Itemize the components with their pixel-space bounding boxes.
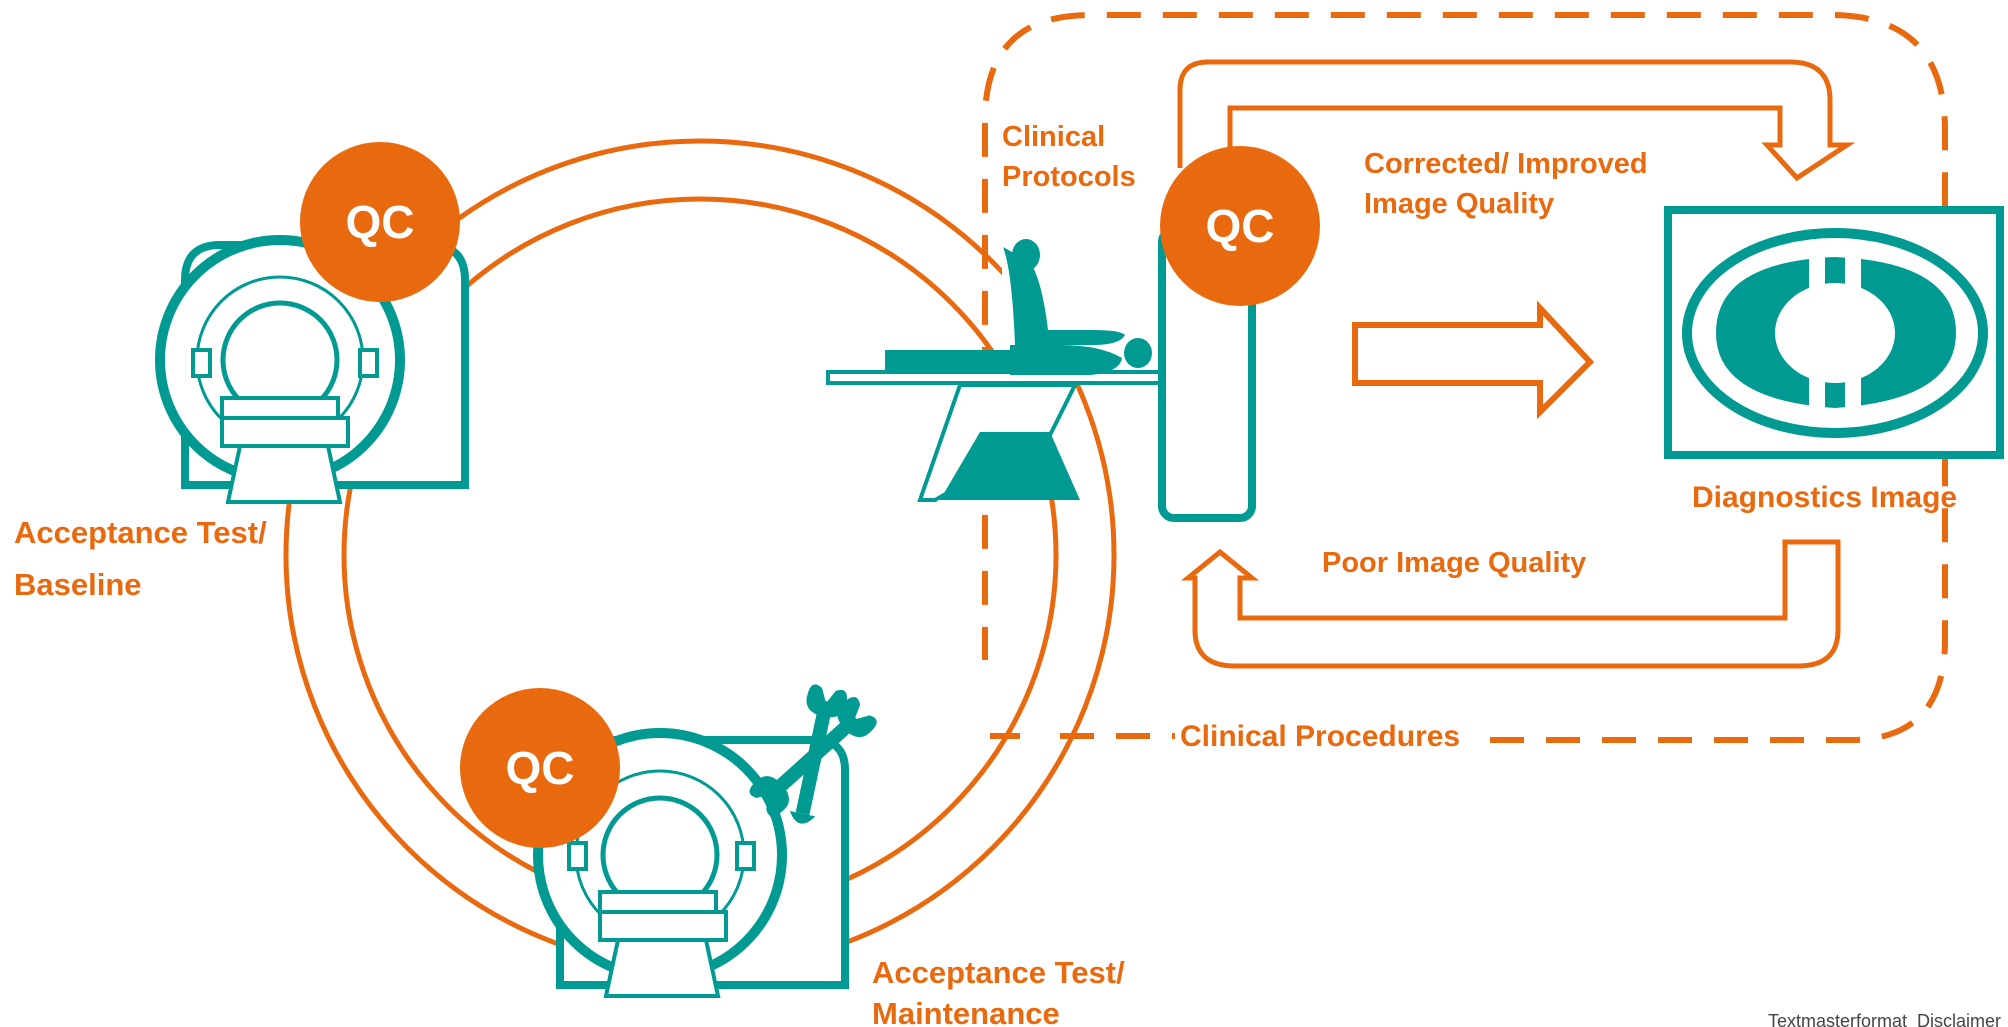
forward-arrow	[1352, 300, 1595, 420]
corrected-arrow	[1177, 59, 1856, 182]
acceptance-baseline-label: Acceptance Test/ Baseline	[14, 515, 275, 602]
acceptance-maintenance-label: Acceptance Test/ Maintenance	[872, 955, 1133, 1027]
qc-badge-center: QC	[1160, 146, 1320, 306]
corrected-line-2: Image Quality	[1364, 188, 1554, 220]
clinical-protocols-line-2: Protocols	[1002, 161, 1136, 193]
wrench-icon	[749, 684, 877, 824]
svg-text:QC: QC	[346, 196, 415, 248]
diagnostics-image-label: Diagnostics Image	[1692, 481, 1957, 514]
acceptance-maintenance-line-2: Maintenance	[872, 996, 1060, 1027]
poor-quality-arrow	[1180, 539, 1841, 669]
mri-scanner-icon	[533, 728, 849, 998]
acceptance-baseline-line-1: Acceptance Test/	[14, 515, 267, 550]
acceptance-maintenance-line-1: Acceptance Test/	[872, 955, 1125, 990]
clinical-protocols-line-1: Clinical	[1002, 121, 1105, 153]
corrected-label: Corrected/ Improved Image Quality	[1364, 148, 1656, 220]
acceptance-baseline-line-2: Baseline	[14, 567, 142, 602]
clinical-procedures-label: Clinical Procedures	[1180, 720, 1460, 753]
patient-on-table-icon	[826, 239, 1170, 502]
qc-badge-top-left: QC	[300, 142, 460, 302]
svg-text:QC: QC	[1206, 200, 1275, 252]
footer-disclaimer: Textmasterformat_Disclaimer	[1768, 1011, 2001, 1027]
svg-text:QC: QC	[506, 742, 575, 794]
clinical-protocols-label: Clinical Protocols	[1002, 121, 1136, 193]
diagnostic-image-icon	[1664, 206, 2004, 459]
corrected-line-1: Corrected/ Improved	[1364, 148, 1648, 180]
poor-quality-label: Poor Image Quality	[1322, 547, 1586, 579]
qc-badge-bottom: QC	[460, 688, 620, 848]
mri-scanner-icon	[155, 235, 469, 504]
